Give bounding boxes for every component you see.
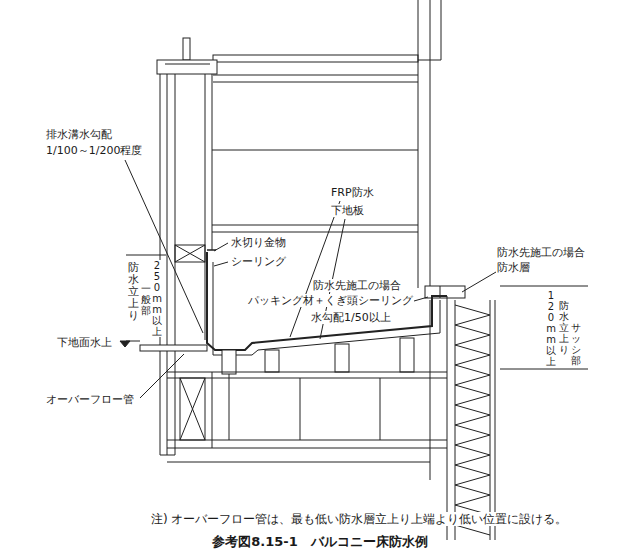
part-label: オーバーフロー管 (45, 393, 135, 406)
part-label: シーリング (230, 255, 287, 268)
part-label: パッキング材＋くぎ頭シーリング (247, 294, 414, 307)
dimension-label: 防水立上り (128, 262, 139, 322)
material-label: FRP防水 (330, 186, 375, 199)
level-label: 下地面水上 (56, 336, 113, 349)
dimension-label: 一般部 (141, 283, 151, 316)
dimension-label: 防水立上り (559, 300, 569, 355)
dimension-label: サッシ部 (571, 322, 581, 366)
figure-caption: 参考図8.15-1 バルコニー床防水例 (0, 533, 640, 551)
dimension-value: 250mm以上 (152, 260, 162, 337)
slope-label: 水勾配1/50以上 (310, 311, 392, 324)
part-label: 防水層 (496, 261, 531, 274)
slope-label: 排水溝水勾配 (45, 128, 113, 141)
material-label: 下地板 (330, 204, 365, 217)
dimension-value: 120mm以上 (546, 290, 556, 367)
note-text: 注) オーバーフロー管は、最も低い防水層立上り上端より低い位置に設ける。 (150, 512, 569, 526)
slope-value: 1/100～1/200程度 (45, 144, 143, 157)
part-label: 水切り金物 (230, 236, 287, 249)
condition-label: 防水先施工の場合 (496, 246, 586, 259)
condition-label: 防水先施工の場合 (312, 279, 402, 292)
